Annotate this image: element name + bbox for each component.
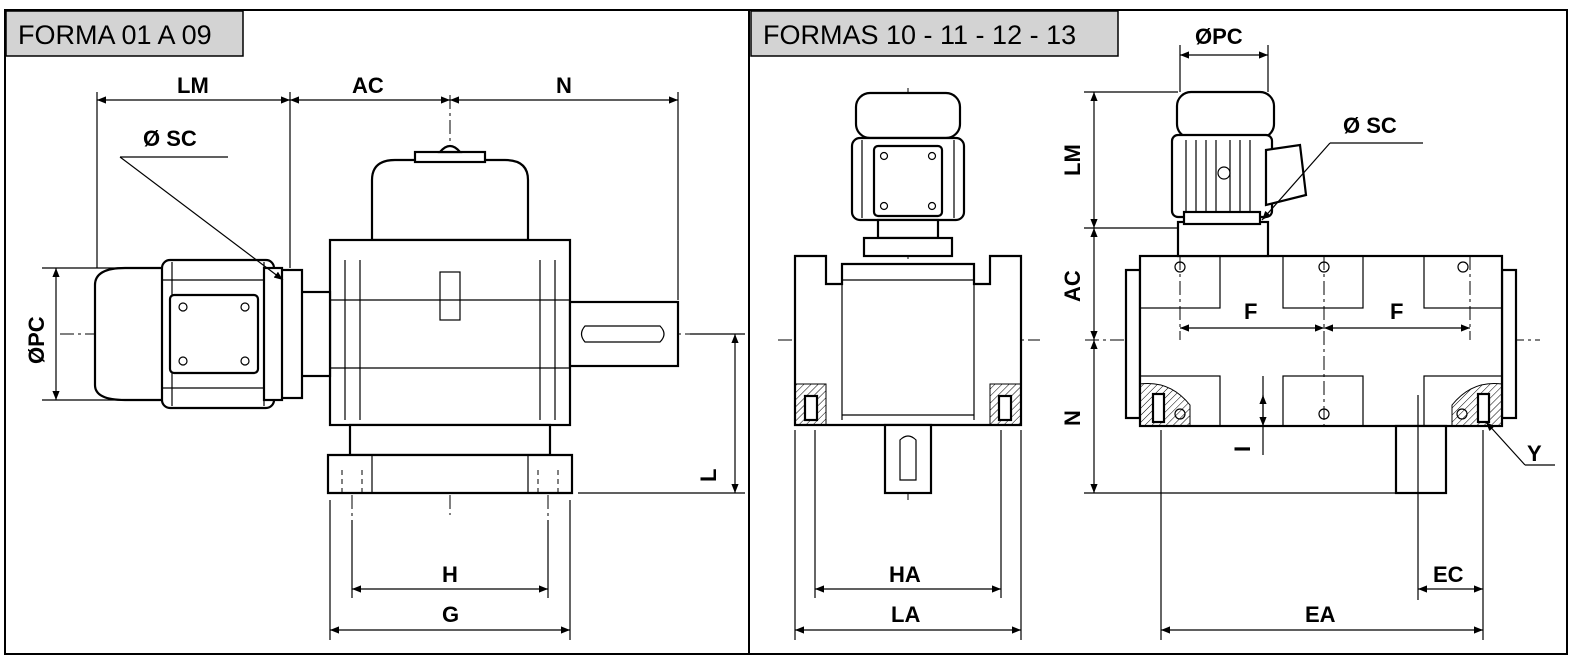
dim-label-lm-side: LM (1060, 144, 1085, 176)
dim-label-ac: AC (352, 73, 384, 98)
dim-label-f-right: F (1390, 299, 1403, 324)
left-panel-header: FORMA 01 A 09 (5, 10, 244, 57)
dim-label-ec: EC (1433, 562, 1464, 587)
left-dimensions: LM AC N Ø SC ØPC L H G (24, 73, 745, 640)
dim-label-y: Y (1527, 441, 1542, 466)
dim-label-sc: Ø SC (143, 126, 197, 151)
dim-label-ea: EA (1305, 602, 1336, 627)
side-gearbox-view (1085, 90, 1540, 495)
dim-label-g: G (442, 602, 459, 627)
side-dimensions: ØPC LM AC N F F Ø SC I Y EC EA (1060, 24, 1555, 640)
dim-label-h: H (442, 562, 458, 587)
dim-label-n-side: N (1060, 410, 1085, 426)
frame (4, 9, 1568, 655)
dim-label-i: I (1230, 446, 1255, 452)
front-dimensions: HA LA (794, 430, 1022, 640)
dim-label-f-left: F (1244, 299, 1257, 324)
dim-label-pc: ØPC (24, 316, 49, 364)
right-panel-title: FORMAS 10 - 11 - 12 - 13 (763, 20, 1076, 50)
dim-label-ha: HA (889, 562, 921, 587)
dim-label-sc-side: Ø SC (1343, 113, 1397, 138)
dim-label-pc-top: ØPC (1195, 24, 1243, 49)
left-gearbox-view (60, 95, 700, 520)
right-panel-header: FORMAS 10 - 11 - 12 - 13 (750, 10, 1119, 57)
dim-label-la: LA (891, 602, 920, 627)
front-gearbox-view (778, 88, 1040, 500)
dim-label-l: L (696, 469, 721, 482)
dim-label-n: N (556, 73, 572, 98)
left-panel-title: FORMA 01 A 09 (18, 20, 212, 50)
dim-label-lm: LM (177, 73, 209, 98)
dim-label-ac-side: AC (1060, 270, 1085, 302)
